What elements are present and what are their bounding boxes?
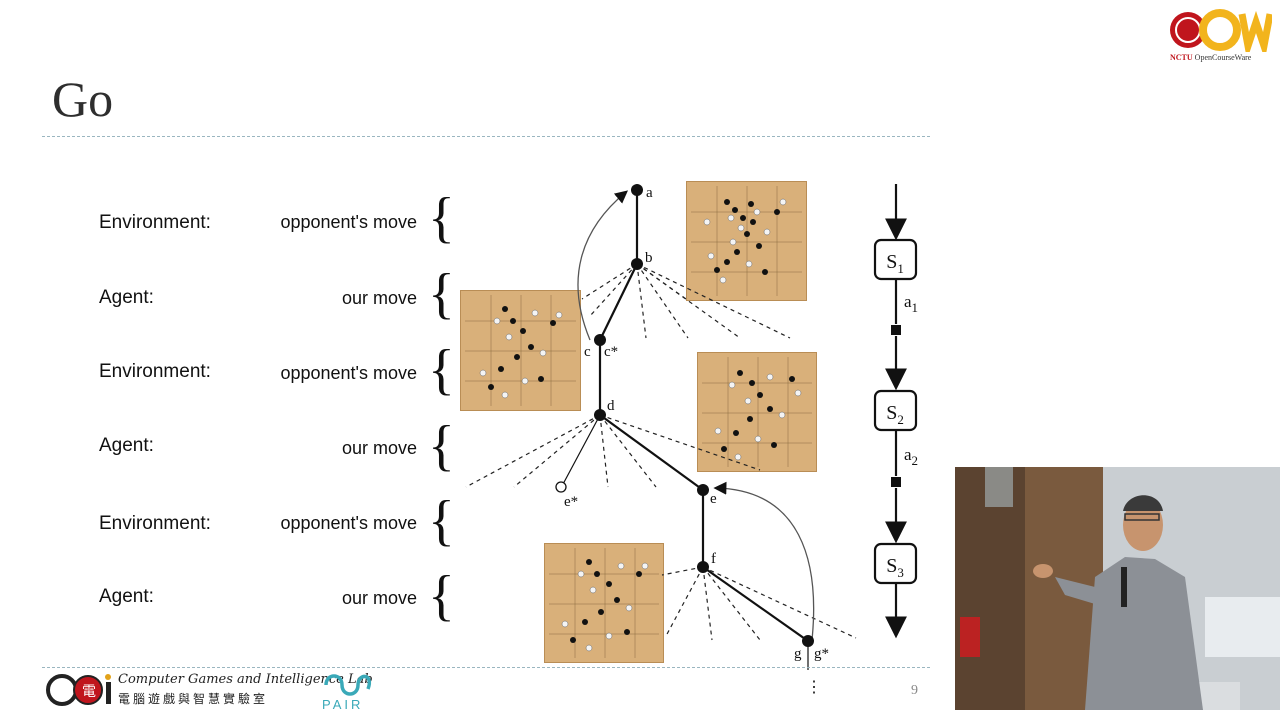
lecturer-video[interactable] (955, 467, 1280, 710)
label-b: b (645, 250, 653, 266)
search-tree-diagram: ⋮ a b c c* d e e* f g g* (465, 184, 918, 696)
branches-f (661, 566, 857, 641)
slide-title: Go (52, 71, 114, 127)
label-c: c (584, 344, 591, 360)
pair-logo-icon (324, 674, 372, 696)
action-a2: a2 (904, 445, 918, 468)
mdp-state-boxes (873, 238, 918, 585)
pair-label: PAIR (322, 697, 364, 712)
slide: Go Environment: opponent's move { Agent:… (42, 71, 930, 712)
state-s3: S3 (886, 555, 904, 580)
row-role-3: Environment: (99, 361, 211, 382)
state-s1: S1 (886, 251, 904, 276)
go-board-3-stones (702, 357, 812, 467)
brace-3: { (428, 339, 455, 401)
row-move-3: opponent's move (280, 363, 417, 383)
go-board-3 (697, 352, 817, 472)
row-move-2: our move (341, 288, 417, 308)
brace-1: { (428, 187, 455, 249)
top-divider (42, 136, 930, 137)
mdp-action-nodes (891, 325, 901, 487)
brace-2: { (428, 263, 455, 325)
label-g: g (794, 646, 802, 662)
label-e-star: e* (564, 494, 578, 510)
label-g-star: g* (814, 646, 829, 662)
go-board-4 (544, 543, 664, 663)
ocw-subtitle: OpenCourseWare (1194, 53, 1252, 62)
nctu-ocw-logo-icon (1170, 9, 1272, 52)
brace-6: { (428, 565, 455, 627)
go-board-2 (460, 290, 581, 411)
row-move-4: our move (341, 438, 417, 458)
node-e-star-open (555, 481, 567, 493)
backup-arrow-a (577, 190, 629, 341)
lab-name-zh: 電腦遊戲與智慧實驗室 (118, 692, 269, 706)
ocw-name: NCTU (1170, 53, 1193, 62)
action-a1: a1 (904, 292, 918, 315)
brace-4: { (428, 415, 455, 477)
ocw-caption: NCTU OpenCourseWare (1170, 53, 1251, 62)
brace-5: { (428, 490, 455, 552)
page-number: 9 (911, 683, 918, 698)
label-c-star: c* (604, 344, 618, 360)
label-a: a (646, 185, 653, 201)
go-board-1-stones (691, 186, 802, 296)
label-d: d (607, 398, 615, 414)
svg-text:電: 電 (82, 684, 96, 700)
backup-arrow-e (713, 481, 815, 641)
row-role-5: Environment: (99, 513, 211, 534)
cgi-lab-logo-icon: 電 (46, 674, 111, 706)
go-board-1 (686, 181, 807, 301)
go-board-2-stones (465, 295, 576, 406)
row-move-1: opponent's move (280, 212, 417, 232)
go-board-4-stones (549, 548, 659, 658)
branches-b (581, 263, 791, 339)
branches-d (465, 414, 761, 488)
lecturer-video-frame (955, 467, 1280, 710)
row-role-1: Environment: (99, 212, 211, 233)
lab-name-en: Computer Games and Intelligence Lab (118, 672, 373, 687)
tree-nodes (594, 184, 814, 647)
row-role-6: Agent: (99, 586, 154, 607)
row-role-2: Agent: (99, 287, 154, 308)
row-role-4: Agent: (99, 435, 154, 456)
bottom-divider (42, 667, 930, 668)
tree-edges (561, 190, 809, 642)
label-e: e (710, 491, 717, 507)
label-f: f (711, 551, 716, 567)
state-s2: S2 (886, 402, 904, 427)
tree-ellipsis: ⋮ (806, 679, 822, 696)
row-move-5: opponent's move (280, 513, 417, 533)
row-move-6: our move (341, 588, 417, 608)
